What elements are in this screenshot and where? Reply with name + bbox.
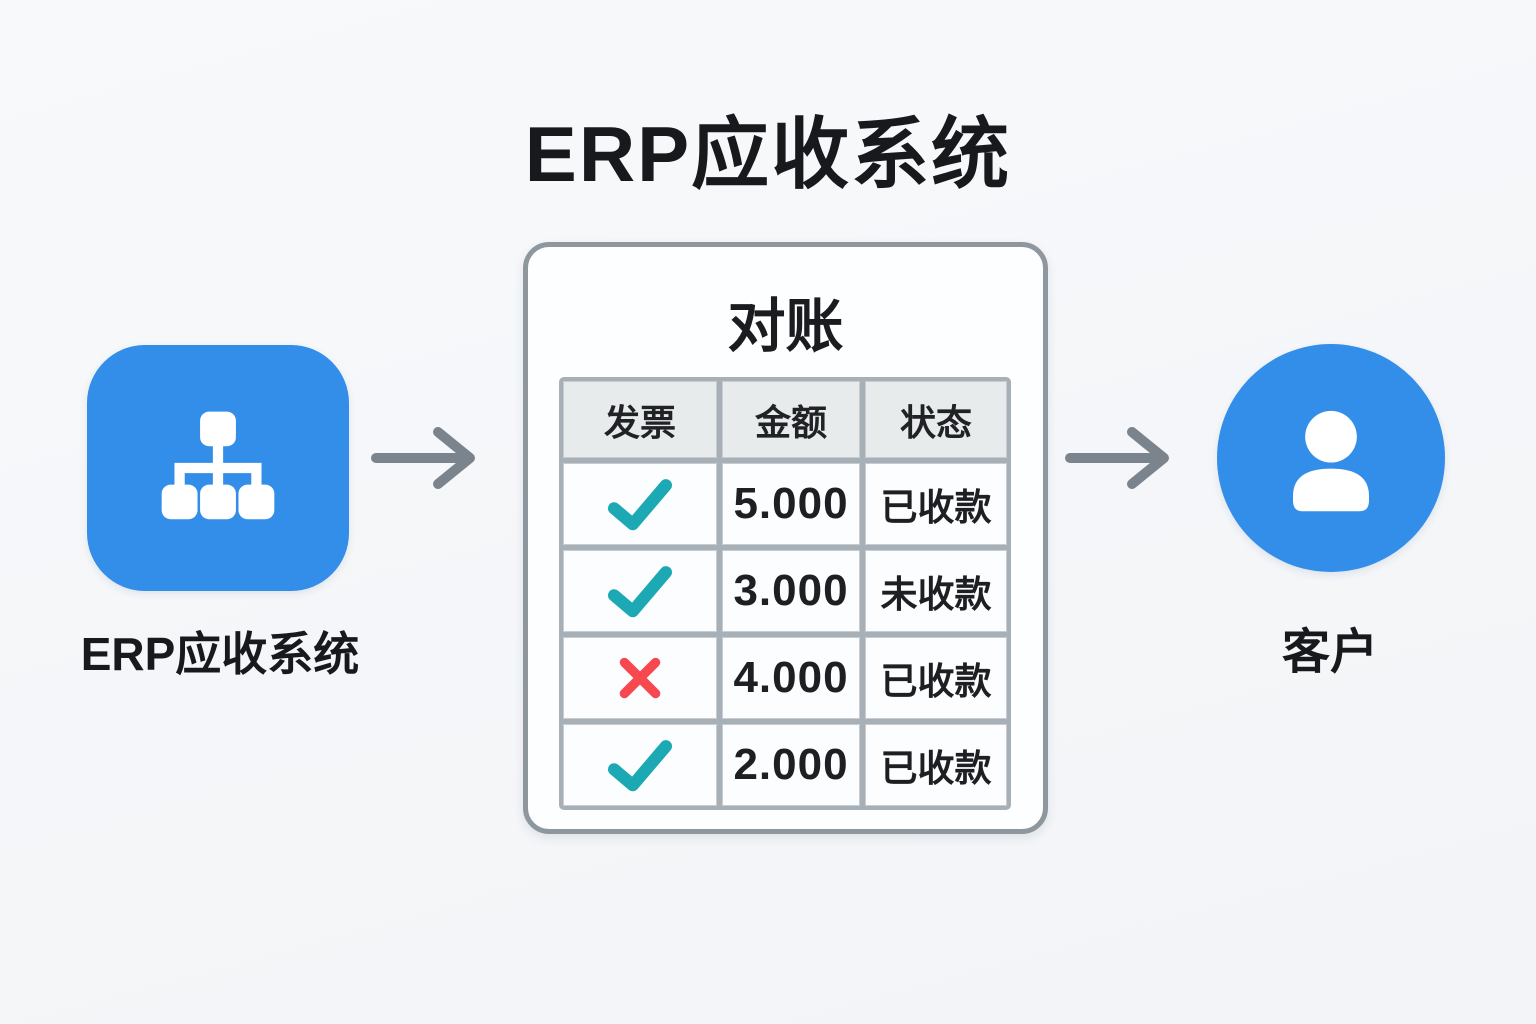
person-icon <box>1293 410 1369 512</box>
reconciliation-table: 发票 金额 状态 5.000 已收款 3.000 未收款 4.000 <box>559 377 1011 810</box>
org-chart-icon <box>161 411 275 520</box>
amount-cell: 3.000 <box>722 550 860 632</box>
reconciliation-card: 对账 发票 金额 状态 5.000 已收款 3.000 未收款 <box>523 242 1048 834</box>
status-cell: 已收款 <box>865 724 1007 806</box>
invoice-status-cell <box>563 463 717 545</box>
page-title: ERP应收系统 <box>524 110 1012 198</box>
status-cell: 已收款 <box>865 463 1007 545</box>
column-header-amount: 金额 <box>722 381 860 458</box>
column-header-invoice: 发票 <box>563 381 717 458</box>
amount-cell: 4.000 <box>722 637 860 719</box>
cross-icon <box>619 657 661 699</box>
invoice-status-cell <box>563 637 717 719</box>
invoice-status-cell <box>563 550 717 632</box>
customer-avatar <box>1217 344 1445 572</box>
column-header-status: 状态 <box>865 381 1007 458</box>
check-icon <box>607 740 673 792</box>
card-title: 对账 <box>727 294 844 359</box>
arrow-right-icon <box>1065 427 1169 489</box>
check-icon <box>607 566 673 618</box>
erp-node-label: ERP应收系统 <box>80 628 360 680</box>
check-icon <box>607 479 673 531</box>
amount-cell: 2.000 <box>722 724 860 806</box>
invoice-status-cell <box>563 724 717 806</box>
erp-app-tile <box>87 345 349 591</box>
status-cell: 未收款 <box>865 550 1007 632</box>
amount-cell: 5.000 <box>722 463 860 545</box>
arrow-right-icon <box>371 427 475 489</box>
customer-node-label: 客户 <box>1281 626 1378 679</box>
status-cell: 已收款 <box>865 637 1007 719</box>
